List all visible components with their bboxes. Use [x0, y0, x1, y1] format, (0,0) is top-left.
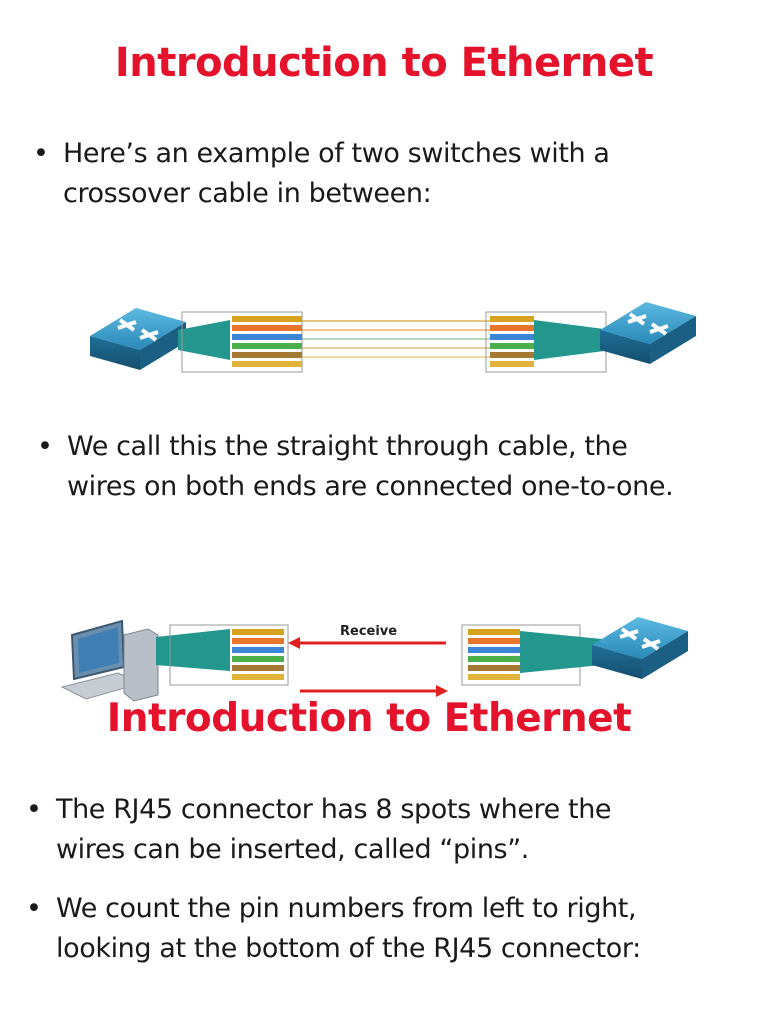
bullet-dot: •	[37, 431, 53, 462]
pc-to-switch-diagram: Receive	[60, 617, 688, 702]
wire-bundle	[490, 316, 534, 367]
switch-icon	[592, 617, 688, 679]
switch-to-switch-diagram	[90, 302, 696, 373]
receive-label: Receive	[340, 624, 397, 639]
cable-boot	[156, 629, 230, 671]
bullet-line: wires can be inserted, called “pins”.	[56, 834, 529, 865]
bullet-item: • We count the pin numbers from left to …	[26, 889, 756, 969]
bullet-item: • We call this the straight through cabl…	[37, 427, 757, 507]
cable-boot	[534, 320, 612, 360]
slide-title: Introduction to Ethernet	[114, 40, 654, 86]
rj45-connector-icon	[169, 624, 289, 686]
wire-bundle	[232, 316, 302, 367]
slide-title: Introduction to Ethernet	[106, 696, 632, 741]
bullet-item: • Here’s an example of two switches with…	[33, 134, 753, 214]
switch-icon	[600, 302, 696, 364]
rj45-connector-icon	[181, 311, 303, 373]
cable-boot	[178, 320, 230, 360]
switch-icon	[90, 308, 186, 370]
wire-bundle	[468, 629, 520, 680]
pc-icon	[60, 619, 159, 702]
bullet-dot: •	[26, 893, 42, 924]
bullet-item: • The RJ45 connector has 8 spots where t…	[26, 790, 756, 870]
bullet-dot: •	[33, 138, 49, 169]
cable-boot	[520, 631, 602, 673]
arrow-left-icon	[288, 637, 446, 649]
bullet-line: looking at the bottom of the RJ45 connec…	[56, 933, 641, 964]
bullet-line: crossover cable in between:	[63, 178, 432, 209]
bullet-line: Here’s an example of two switches with a	[63, 138, 610, 169]
bullet-line: We call this the straight through cable,…	[67, 431, 628, 462]
bullet-dot: •	[26, 794, 42, 825]
arrow-right-icon	[300, 685, 448, 697]
bullet-line: We count the pin numbers from left to ri…	[56, 893, 637, 924]
bullet-line: The RJ45 connector has 8 spots where the	[56, 794, 612, 825]
straight-wires	[302, 320, 490, 358]
wire-bundle	[232, 629, 284, 680]
bullet-line: wires on both ends are connected one-to-…	[67, 471, 674, 502]
